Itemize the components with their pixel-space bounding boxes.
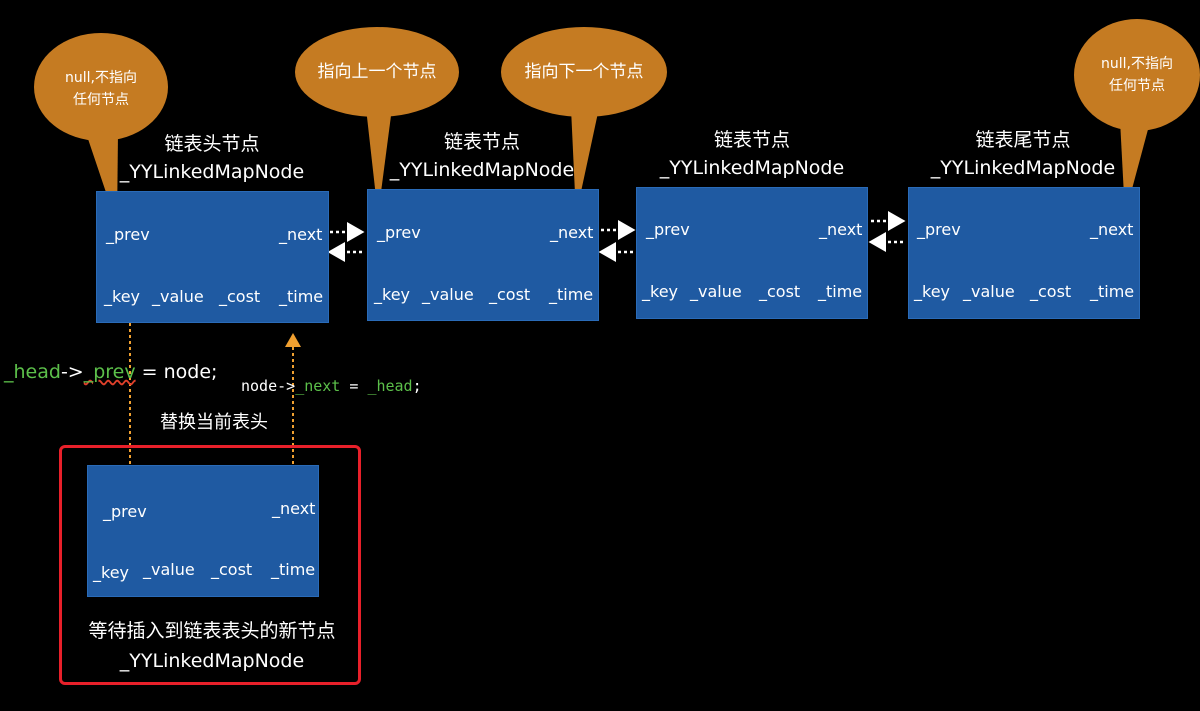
field-value: _value xyxy=(690,282,742,301)
field-cost: _cost xyxy=(219,287,261,306)
field-value: _value xyxy=(152,287,204,306)
callout-prev-pointer-text: 指向上一个节点 xyxy=(317,62,437,82)
field-time: _time xyxy=(818,282,863,301)
field-next: _next xyxy=(819,220,863,239)
field-value: _value xyxy=(963,282,1015,301)
field-prev: _prev xyxy=(917,220,961,239)
field-prev: _prev xyxy=(646,220,690,239)
field-prev: _prev xyxy=(106,225,150,244)
field-next: _next xyxy=(272,499,316,518)
node-node3: _prev _next _key _value _cost _time xyxy=(636,187,868,319)
link-head-node2 xyxy=(327,222,365,262)
node-head: _prev _next _key _value _cost _time xyxy=(96,191,329,323)
callout-prev-pointer xyxy=(295,27,459,215)
field-value: _value xyxy=(422,285,474,304)
field-time: _time xyxy=(271,560,316,579)
new-node: _prev _next _key _value _cost _time xyxy=(87,465,319,597)
node-title-node2: 链表节点_YYLinkedMapNode xyxy=(389,131,575,181)
node-tail: _prev _next _key _value _cost _time xyxy=(908,187,1140,319)
field-cost: _cost xyxy=(489,285,531,304)
field-prev: _prev xyxy=(103,502,147,521)
code-head-prev-assign: _head->_prev = node; xyxy=(4,361,218,383)
field-key: _key xyxy=(374,285,411,304)
field-cost: _cost xyxy=(211,560,253,579)
link-node2-node3 xyxy=(598,220,636,262)
field-key: _key xyxy=(93,563,130,582)
link-node3-tail xyxy=(868,211,906,252)
callout-tail-null xyxy=(1074,19,1200,215)
field-prev: _prev xyxy=(377,223,421,242)
field-cost: _cost xyxy=(759,282,801,301)
new-node-caption: 等待插入到链表表头的新节点_YYLinkedMapNode xyxy=(88,620,336,672)
node-title-tail: 链表尾节点_YYLinkedMapNode xyxy=(930,129,1116,179)
callout-next-pointer xyxy=(501,27,667,215)
field-time: _time xyxy=(279,287,324,306)
field-value: _value xyxy=(143,560,195,579)
field-time: _time xyxy=(1090,282,1135,301)
field-key: _key xyxy=(642,282,679,301)
field-key: _key xyxy=(104,287,141,306)
field-time: _time xyxy=(549,285,594,304)
field-next: _next xyxy=(550,223,594,242)
code-node-next-assign: node->_next = _head; xyxy=(241,377,422,395)
replace-head-label: 替换当前表头 xyxy=(160,412,268,433)
field-cost: _cost xyxy=(1030,282,1072,301)
callout-head-null-text: null,不指向任何节点 xyxy=(65,70,137,108)
field-key: _key xyxy=(914,282,951,301)
field-next: _next xyxy=(279,225,323,244)
callout-tail-null-text: null,不指向任何节点 xyxy=(1101,56,1173,94)
node-title-node3: 链表节点_YYLinkedMapNode xyxy=(659,129,845,179)
node-node2: _prev _next _key _value _cost _time xyxy=(367,189,599,321)
node-title-head: 链表头节点_YYLinkedMapNode xyxy=(119,133,305,183)
new-node-highlight xyxy=(59,445,361,685)
field-next: _next xyxy=(1090,220,1134,239)
callout-next-pointer-text: 指向下一个节点 xyxy=(524,62,644,82)
